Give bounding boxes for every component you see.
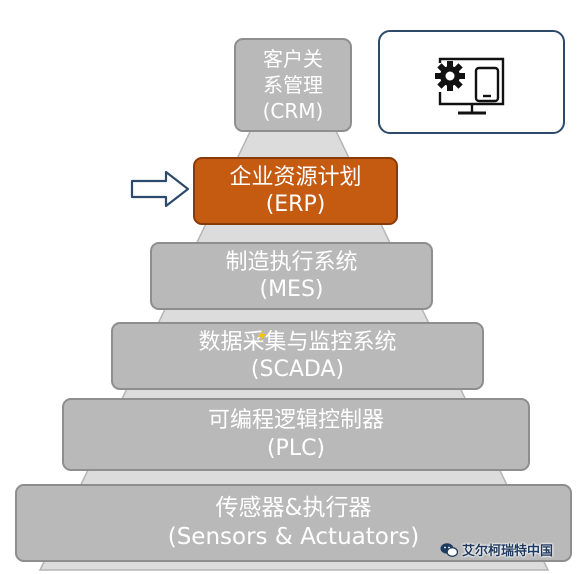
spark-icon — [258, 330, 266, 342]
sensors-label: 传感器&执行器 — [215, 495, 372, 522]
right-arrow-icon — [130, 170, 190, 208]
sensors-label-abbr: (Sensors & Actuators) — [167, 524, 420, 550]
mes-label-abbr: (MES) — [259, 277, 324, 302]
device-settings-panel — [378, 30, 565, 134]
crm-label-abbr: (CRM) — [262, 99, 324, 123]
watermark-text: 艾尔柯瑞特中国 — [462, 544, 554, 559]
crm-layer: 客户关 系管理 (CRM) — [234, 38, 352, 132]
mes-label: 制造执行系统 — [225, 249, 358, 275]
erp-label-abbr: (ERP) — [265, 192, 326, 217]
wechat-icon — [440, 542, 458, 557]
scada-label: 数据采集与监控系统 — [198, 329, 397, 355]
crm-label-line1: 客户关 — [263, 47, 323, 71]
scada-layer: 数据采集与监控系统 (SCADA) — [111, 322, 484, 390]
crm-label-line2: 系管理 — [263, 73, 323, 97]
scada-label-abbr: (SCADA) — [250, 357, 345, 382]
plc-label: 可编程逻辑控制器 — [207, 408, 384, 433]
erp-label: 企业资源计划 — [229, 164, 362, 190]
mes-layer: 制造执行系统 (MES) — [150, 242, 433, 310]
plc-layer: 可编程逻辑控制器 (PLC) — [62, 398, 530, 471]
gear-icon — [435, 61, 465, 91]
monitor-and-phone-icon — [438, 57, 505, 115]
erp-layer: 企业资源计划 (ERP) — [193, 157, 398, 225]
plc-label-abbr: (PLC) — [266, 435, 326, 461]
sensors-actuators-layer: 传感器&执行器 (Sensors & Actuators) — [15, 484, 572, 562]
watermark: 艾尔柯瑞特中国 — [440, 540, 553, 559]
